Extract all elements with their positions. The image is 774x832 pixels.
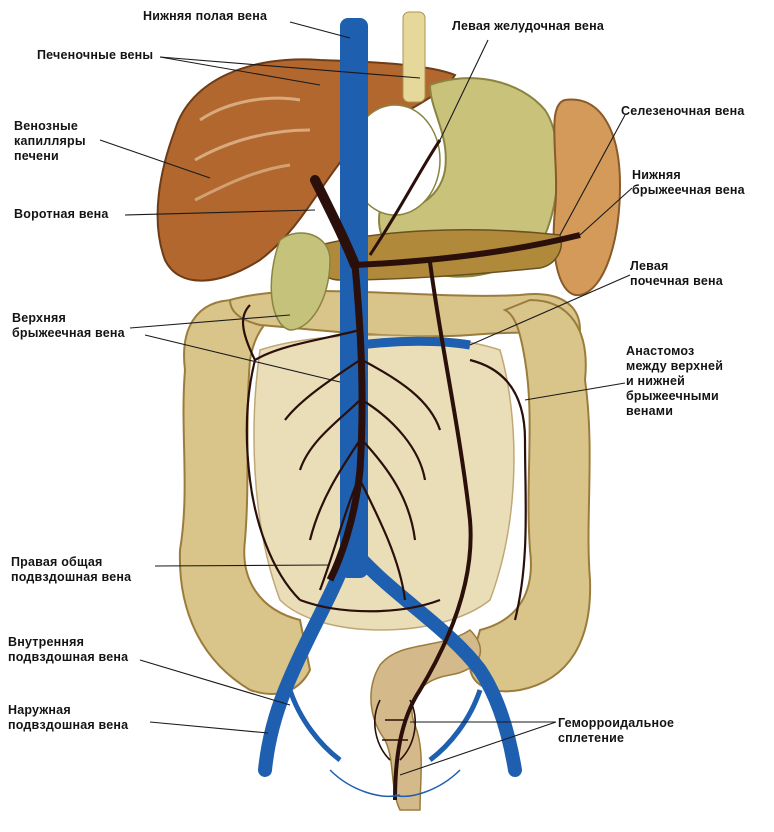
splenic-vein xyxy=(354,232,581,268)
spleen xyxy=(552,98,622,297)
label-internal-iliac-vein: Внутренняя подвздошная вена xyxy=(8,635,129,664)
label-inferior-mesenteric-vein: Нижняя брыжеечная вена xyxy=(632,168,745,197)
label-hepatic-veins: Печеночные вены xyxy=(37,48,154,62)
label-superior-mesenteric-vein: Верхняя брыжеечная вена xyxy=(12,311,125,340)
descending-colon xyxy=(468,298,592,693)
hemorrhoidal-plexus xyxy=(374,699,416,761)
superior-mesenteric-vein xyxy=(326,264,366,582)
mesenteric-arcades xyxy=(242,304,527,621)
label-portal-vein: Воротная вена xyxy=(14,207,109,221)
label-inferior-vena-cava: Нижняя полая вена xyxy=(143,9,268,23)
label-external-iliac-vein: Наружная подвздошная вена xyxy=(8,703,129,732)
label-left-gastric-vein: Левая желудочная вена xyxy=(452,19,604,33)
label-splenic-vein: Селезеночная вена xyxy=(621,104,745,118)
right-common-iliac-vein xyxy=(258,553,352,777)
left-common-iliac-vein xyxy=(355,553,522,777)
label-anastomosis: Анастомоз между верхней и нижней брыжееч… xyxy=(626,344,724,418)
leader-lines xyxy=(99,21,633,776)
label-venous-capillaries: Венозные капилляры печени xyxy=(14,119,86,163)
portal-vein xyxy=(310,175,360,270)
label-right-common-iliac-vein: Правая общая подвздошная вена xyxy=(11,555,132,584)
left-gastric-vein xyxy=(368,139,442,256)
label-hemorrhoidal-plexus: Геморроидальное сплетение xyxy=(558,716,675,745)
inferior-mesenteric-vein xyxy=(393,261,473,801)
label-left-renal-vein: Левая почечная вена xyxy=(630,259,723,288)
